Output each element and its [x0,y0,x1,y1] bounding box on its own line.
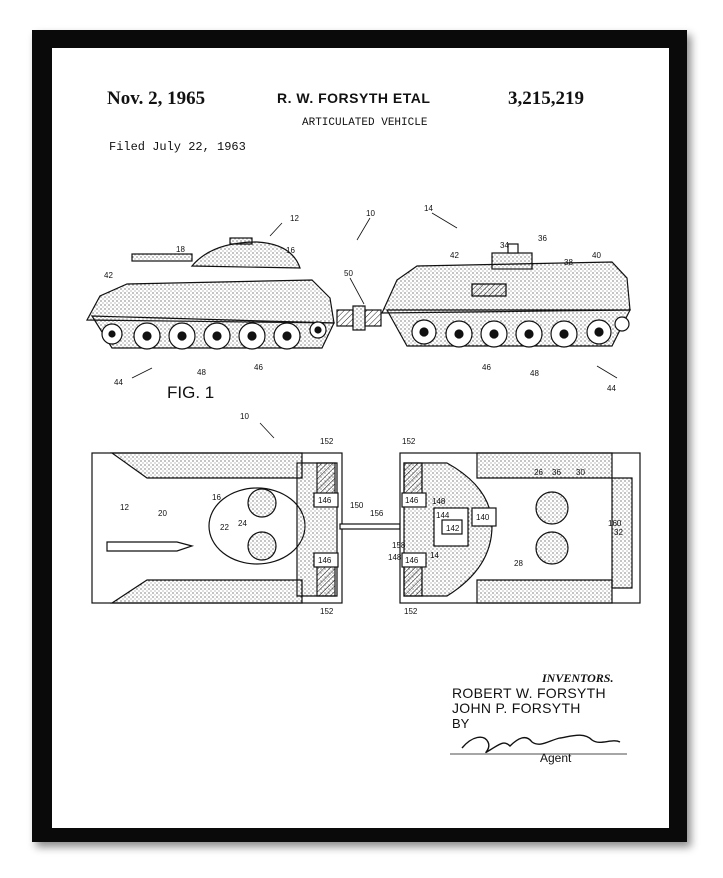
patent-drawing: 12 10 14 18 16 42 50 42 34 36 38 40 44 4… [85,204,641,755]
reference-numeral: 148 [432,497,446,506]
reference-numeral: 34 [500,241,509,250]
reference-numeral: 40 [592,251,601,260]
reference-numeral: 44 [607,384,616,393]
reference-numeral: 160 [608,519,622,528]
agent-label: Agent [540,751,572,765]
reference-numeral: 42 [450,251,459,260]
reference-numeral: 16 [286,246,295,255]
filed-date: Filed July 22, 1963 [109,140,246,154]
patent-sheet: Nov. 2, 1965 R. W. FORSYTH ETAL 3,215,21… [52,48,669,828]
reference-numeral: 158 [392,541,406,550]
reference-numeral: 10 [366,209,375,218]
reference-numeral: 24 [238,519,247,528]
reference-numeral: 46 [254,363,263,372]
rear-vehicle-side [381,243,631,348]
reference-numeral: 46 [482,363,491,372]
reference-numeral: 28 [514,559,523,568]
reference-numeral: 14 [424,204,433,213]
reference-numerals: 12 10 14 18 16 42 50 42 34 36 38 40 44 4… [104,204,623,616]
reference-numeral: 12 [290,214,299,223]
reference-numeral: 146 [318,496,332,505]
articulation-coupling [336,305,382,331]
plan-view [91,452,641,604]
reference-numeral: 26 [534,468,543,477]
reference-numeral: 22 [220,523,229,532]
by-label: BY [452,716,470,731]
reference-numeral: 36 [552,468,561,477]
reference-numeral: 148 [388,553,402,562]
reference-numeral: 140 [476,513,490,522]
reference-numeral: 42 [104,271,113,280]
reference-numeral: 152 [402,437,416,446]
reference-numeral: 156 [370,509,384,518]
reference-numeral: 146 [405,556,419,565]
reference-numeral: 10 [240,412,249,421]
reference-numeral: 20 [158,509,167,518]
reference-numeral: 144 [436,511,450,520]
reference-numeral: 142 [446,524,460,533]
inventor-1: ROBERT W. FORSYTH [452,685,606,701]
reference-numeral: 14 [430,551,439,560]
reference-numeral: 44 [114,378,123,387]
reference-numeral: 32 [614,528,623,537]
inventors-label: INVENTORS. [542,671,614,685]
reference-numeral: 146 [405,496,419,505]
reference-numeral: 152 [404,607,418,616]
turret [190,241,301,269]
gun-barrel [131,253,193,262]
reference-numeral: 12 [120,503,129,512]
reference-numeral: 152 [320,607,334,616]
reference-numeral: 30 [576,468,585,477]
patent-title: ARTICULATED VEHICLE [302,117,428,129]
reference-numeral: 48 [197,368,206,377]
reference-numeral: 16 [212,493,221,502]
reference-numeral: 50 [344,269,353,278]
reference-numeral: 18 [176,245,185,254]
reference-numeral: 38 [564,258,573,267]
reference-numeral: 146 [318,556,332,565]
inventor-2: JOHN P. FORSYTH [452,700,581,716]
agent-signature [461,734,621,754]
reference-numeral: 152 [320,437,334,446]
front-vehicle-side [85,237,335,350]
inventor-header: R. W. FORSYTH ETAL [277,90,431,106]
picture-frame: Nov. 2, 1965 R. W. FORSYTH ETAL 3,215,21… [32,30,687,842]
reference-numeral: 48 [530,369,539,378]
reference-numeral: 150 [350,501,364,510]
reference-numeral: 36 [538,234,547,243]
patent-number: 3,215,219 [508,88,584,109]
patent-date: Nov. 2, 1965 [107,88,206,109]
figure-label: FIG. 1 [167,383,215,402]
